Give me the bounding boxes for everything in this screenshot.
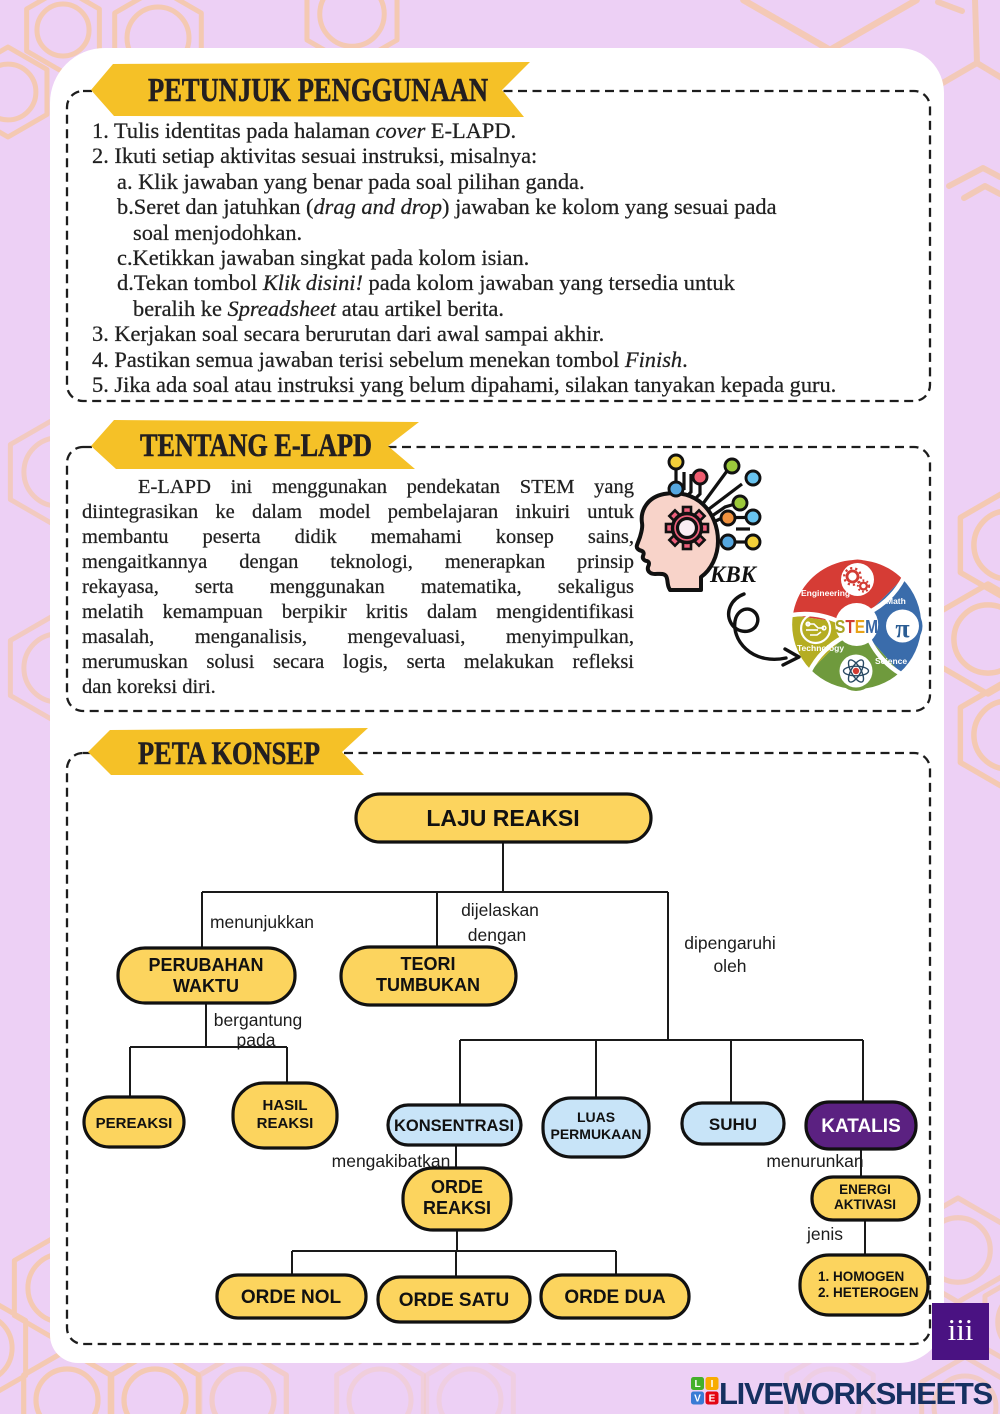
svg-text:ORDE DUA: ORDE DUA — [564, 1287, 666, 1308]
svg-text:STEM: STEM — [835, 617, 878, 637]
svg-text:WAKTU: WAKTU — [173, 976, 239, 996]
svg-text:dijelaskan: dijelaskan — [461, 900, 539, 920]
svg-text:V: V — [694, 1394, 701, 1405]
svg-text:oleh: oleh — [713, 956, 746, 976]
svg-text:AKTIVASI: AKTIVASI — [834, 1197, 896, 1212]
svg-text:Math: Math — [886, 596, 906, 606]
svg-text:ORDE: ORDE — [431, 1177, 483, 1197]
svg-text:dengan: dengan — [468, 925, 526, 945]
svg-text:jenis: jenis — [806, 1224, 843, 1244]
svg-text:ORDE SATU: ORDE SATU — [399, 1290, 509, 1311]
svg-text:PETA KONSEP: PETA KONSEP — [138, 736, 320, 772]
svg-text:ORDE NOL: ORDE NOL — [241, 1287, 342, 1308]
svg-text:menunjukkan: menunjukkan — [210, 912, 314, 932]
svg-text:SUHU: SUHU — [709, 1115, 757, 1134]
svg-text:Engineering: Engineering — [801, 588, 850, 598]
svg-text:E: E — [709, 1394, 716, 1405]
svg-text:pada: pada — [237, 1030, 276, 1050]
svg-text:TEORI: TEORI — [400, 954, 455, 974]
svg-text:dipengaruhi: dipengaruhi — [684, 933, 775, 953]
svg-text:KONSENTRASI: KONSENTRASI — [394, 1117, 514, 1135]
svg-text:REAKSI: REAKSI — [423, 1198, 491, 1218]
svg-text:Science: Science — [875, 656, 907, 666]
svg-text:π: π — [895, 614, 909, 643]
svg-text:Technology: Technology — [797, 643, 844, 653]
svg-text:LAJU REAKSI: LAJU REAKSI — [426, 805, 579, 831]
svg-text:TUMBUKAN: TUMBUKAN — [376, 975, 480, 995]
svg-text:1. HOMOGEN: 1. HOMOGEN — [818, 1269, 904, 1284]
svg-text:bergantung: bergantung — [214, 1010, 303, 1030]
svg-text:KBK: KBK — [709, 562, 758, 587]
svg-text:PEREAKSI: PEREAKSI — [96, 1115, 173, 1132]
svg-text:PERMUKAAN: PERMUKAAN — [551, 1126, 642, 1142]
svg-text:KATALIS: KATALIS — [821, 1116, 901, 1137]
svg-text:ENERGI: ENERGI — [839, 1182, 891, 1197]
svg-text:PETUNJUK PENGGUNAAN: PETUNJUK PENGGUNAAN — [148, 72, 488, 109]
svg-text:HASIL: HASIL — [263, 1097, 308, 1114]
svg-text:REAKSI: REAKSI — [257, 1115, 314, 1132]
svg-text:PERUBAHAN: PERUBAHAN — [148, 955, 263, 975]
svg-text:2. HETEROGEN: 2. HETEROGEN — [818, 1285, 919, 1300]
svg-text:LUAS: LUAS — [577, 1109, 615, 1125]
svg-text:L: L — [694, 1379, 700, 1390]
svg-text:mengakibatkan: mengakibatkan — [332, 1151, 451, 1171]
svg-text:TENTANG E-LAPD: TENTANG E-LAPD — [140, 428, 372, 464]
svg-text:menurunkan: menurunkan — [766, 1151, 863, 1171]
svg-text:I: I — [711, 1379, 714, 1390]
